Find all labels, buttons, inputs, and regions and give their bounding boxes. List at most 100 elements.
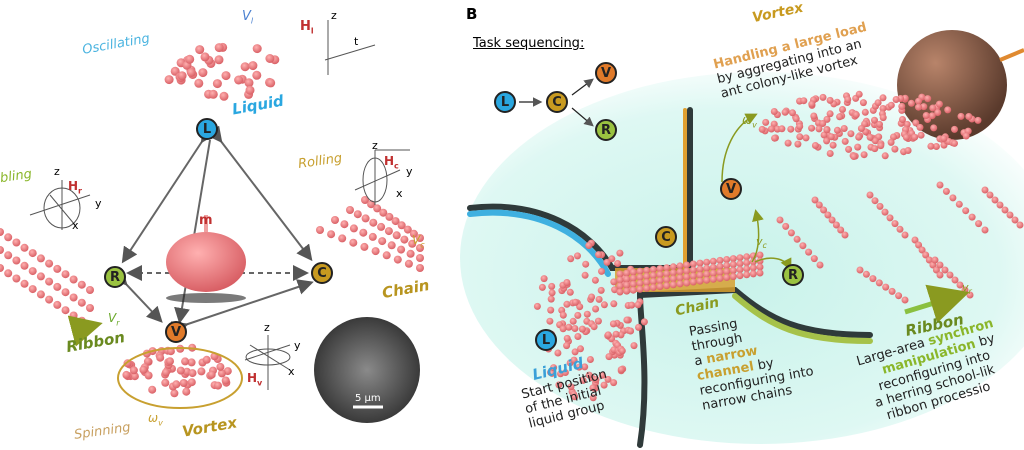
ribbon-particle [866, 191, 874, 199]
vortex-particle [784, 139, 792, 147]
axis-y: y [95, 197, 102, 210]
chain-particle [669, 269, 677, 277]
vortex-particle [874, 99, 882, 107]
seq-node-ribbon: R [595, 119, 617, 141]
vortex-particle [935, 100, 943, 108]
chain-particle [729, 273, 737, 281]
vortex-particle [879, 105, 887, 112]
chain-particle [379, 208, 388, 217]
liquid-particle [585, 242, 593, 249]
liquid-particle [589, 394, 597, 402]
vortex-particle [770, 108, 778, 115]
vortex-particle [855, 90, 863, 98]
chain-particle [649, 284, 657, 291]
axis-x: x [396, 187, 403, 200]
chain-particle [378, 237, 387, 246]
chain-particle [663, 270, 671, 278]
chain-particle [397, 245, 406, 254]
chain-particle [353, 210, 362, 219]
ribbon-particle [962, 207, 970, 215]
chain-particle [616, 282, 624, 290]
liquid-particle [248, 61, 258, 71]
chain-particle [623, 269, 631, 277]
ribbon-particle [824, 211, 832, 219]
label-h-v: Hv [247, 371, 263, 388]
label-v-c: Vc [412, 233, 425, 250]
liquid-particle [266, 78, 276, 88]
liquid-particle [582, 260, 590, 268]
chain-particle [656, 271, 664, 279]
chain-particle [629, 280, 637, 288]
liquid-particle [565, 323, 573, 331]
ribbon-particle [86, 286, 94, 294]
chain-particle [663, 282, 671, 290]
chain-particle [373, 204, 382, 213]
chain-particle [683, 261, 691, 269]
vortex-particle [202, 355, 211, 364]
ribbon-particle [941, 266, 949, 274]
liquid-particle [616, 249, 624, 257]
ribbon-particle [876, 202, 884, 210]
chain-particle [649, 278, 657, 285]
seq-node-chain: C [546, 91, 568, 113]
vortex-particle [796, 122, 804, 130]
vortex-particle [181, 357, 190, 366]
chain-particle [723, 274, 731, 281]
node-ribbon: R [104, 266, 126, 288]
vortex-particle [855, 133, 863, 141]
ribbon-particle [0, 228, 4, 236]
chain-particle [696, 259, 704, 267]
vortex-particle [951, 139, 958, 147]
vortex-particle [934, 109, 942, 116]
liquid-particle [208, 89, 218, 99]
ribbon-particle [981, 186, 989, 194]
chain-particle [316, 226, 324, 234]
vortex-particle [912, 119, 920, 127]
ribbon-particle [799, 242, 807, 250]
chain-particle [629, 274, 637, 282]
chain-particle [393, 255, 402, 264]
vortex-particle [940, 135, 948, 142]
chain-particle [703, 276, 711, 284]
vortex-particle [871, 137, 879, 145]
vortex-particle [778, 125, 786, 133]
ribbon-particle [946, 271, 954, 279]
liquid-particle [585, 371, 593, 379]
chain-particle [636, 273, 644, 281]
chain-particle [709, 257, 717, 265]
ribbon-particle [4, 233, 13, 242]
ribbon-particle [968, 213, 976, 221]
liquid-particle [194, 78, 204, 88]
liquid-particle [592, 305, 600, 313]
liquid-particle [571, 298, 579, 306]
chain-particle [382, 251, 391, 260]
ribbon-particle [805, 248, 813, 256]
chain-particle [656, 277, 664, 285]
liquid-particle [600, 381, 608, 389]
chain-particle [636, 267, 644, 275]
liquid-particle [566, 288, 574, 296]
chain-particle [663, 276, 671, 284]
vortex-particle [182, 387, 191, 396]
liquid-particle [574, 333, 582, 340]
ribbon-particle [922, 251, 930, 259]
vortex-particle [122, 370, 131, 379]
liquid-particle [618, 347, 626, 355]
chain-particle [729, 255, 737, 263]
ribbon-particle [856, 266, 864, 274]
chain-particle [361, 196, 369, 204]
vortex-particle [221, 376, 230, 385]
ribbon-particle [881, 208, 889, 216]
liquid-particle [214, 43, 224, 53]
vortex-particle [845, 145, 853, 153]
chain-particle [743, 259, 751, 267]
ribbon-particle [871, 197, 879, 205]
vortex-particle [170, 389, 179, 398]
chain-particle [338, 234, 347, 243]
liquid-particle [563, 334, 571, 342]
vortex-particle [823, 126, 831, 134]
node-vortex-b: V [720, 178, 742, 200]
chain-particle [683, 273, 691, 281]
liquid-particle [598, 267, 605, 275]
vortex-particle [216, 362, 225, 371]
